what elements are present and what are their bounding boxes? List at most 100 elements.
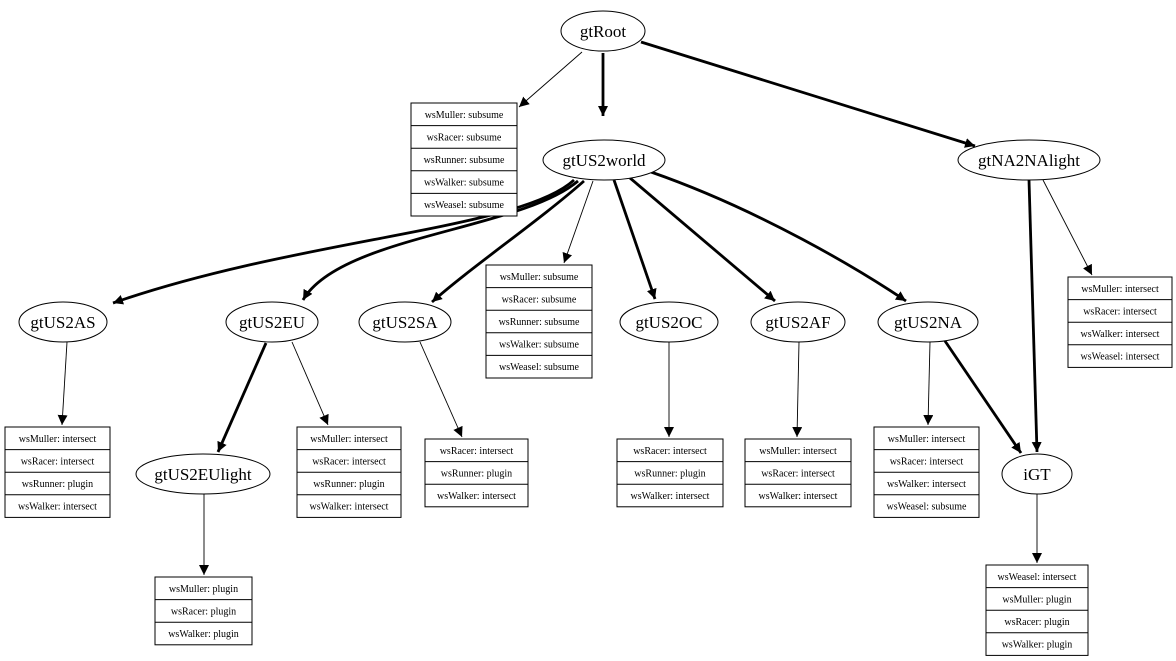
table-row: wsRacer: plugin xyxy=(1004,617,1069,628)
table-row: wsWalker: intersect xyxy=(1081,329,1160,340)
edge-gtus2eu-to-gtus2eulight xyxy=(216,342,268,453)
node-ellipse xyxy=(877,301,979,343)
edge-gtroot-to-gtna2nalight xyxy=(640,40,976,148)
table-border xyxy=(744,438,852,508)
node-label: gtUS2AS xyxy=(30,313,95,332)
table-row: wsMuller: intersect xyxy=(310,434,388,445)
node-ellipse xyxy=(750,301,846,343)
table-igt: wsWeasel: intersect wsMuller: plugin wsRac… xyxy=(985,564,1089,656)
node-label: gtUS2world xyxy=(562,151,646,170)
node-ellipse xyxy=(225,301,319,343)
edge-gtus2na-to-t-gtus2na xyxy=(923,341,934,426)
node-label: gtUS2EU xyxy=(239,313,305,332)
table-row: wsWalker: intersect xyxy=(887,479,966,490)
node-label: gtNA2NAlight xyxy=(978,151,1080,170)
node-gtus2eu: gtUS2EU xyxy=(225,301,319,343)
table-border xyxy=(410,102,518,217)
table-row: wsWeasel: subsume xyxy=(499,362,580,373)
table-row: wsWalker: plugin xyxy=(1002,640,1073,651)
table-row: wsRacer: intersect xyxy=(890,456,964,467)
node-ellipse xyxy=(560,10,646,52)
edge-gtus2world-to-t-gtus2world xyxy=(562,180,594,264)
edge-gtus2world-to-gtus2as xyxy=(112,178,575,305)
table-row: wsWeasel: subsume xyxy=(886,502,967,513)
table-row: wsMuller: intersect xyxy=(888,434,966,445)
node-label: gtUS2NA xyxy=(894,313,963,332)
table-gtus2as: wsMuller: intersect wsRacer: intersect wsR… xyxy=(4,426,111,518)
node-gtna2nalight: gtNA2NAlight xyxy=(957,139,1101,181)
node-gtus2world: gtUS2world xyxy=(542,139,666,181)
table-gtus2eu: wsMuller: intersect wsRacer: intersect wsR… xyxy=(296,426,402,518)
table-row: wsWalker: plugin xyxy=(168,629,239,640)
tables-layer: wsMuller: subsume wsRacer: subsume wsRunne… xyxy=(4,102,1173,656)
node-gtus2as: gtUS2AS xyxy=(18,301,108,343)
table-row: wsWalker: intersect xyxy=(631,491,710,502)
table-row: wsWalker: intersect xyxy=(437,491,516,502)
table-gtus2eulight: wsMuller: plugin wsRacer: plugin wsWalker:… xyxy=(154,576,253,646)
table-row: wsRunner: plugin xyxy=(22,479,93,490)
edge-gtroot-to-t-gtroot xyxy=(518,51,583,108)
node-ellipse xyxy=(619,301,719,343)
table-row: wsWeasel: intersect xyxy=(998,572,1077,583)
edge-gtus2world-to-gtus2sa xyxy=(431,179,585,304)
table-row: wsMuller: plugin xyxy=(169,584,238,595)
node-gtus2oc: gtUS2OC xyxy=(619,301,719,343)
node-ellipse xyxy=(358,301,452,343)
table-row: wsMuller: subsume xyxy=(425,110,504,121)
edge-gtna2nalight-to-igt xyxy=(1027,179,1042,453)
node-label: gtUS2SA xyxy=(372,313,438,332)
table-row: wsRunner: plugin xyxy=(634,468,705,479)
node-ellipse xyxy=(957,139,1101,181)
table-row: wsRacer: intersect xyxy=(761,468,835,479)
table-row: wsWeasel: subsume xyxy=(424,200,505,211)
edge-gtus2world-to-gtus2na xyxy=(650,170,907,303)
table-row: wsRacer: intersect xyxy=(440,446,514,457)
table-row: wsWalker: intersect xyxy=(310,502,389,513)
node-label: iGT xyxy=(1023,465,1051,484)
node-gtus2eulight: gtUS2EUlight xyxy=(135,453,271,495)
table-row: wsRacer: subsume xyxy=(502,294,577,305)
edge-gtus2world-to-gtus2oc xyxy=(612,179,657,300)
edge-gtus2na-to-igt xyxy=(943,340,1023,454)
table-row: wsWalker: subsume xyxy=(424,178,505,189)
table-row: wsRunner: plugin xyxy=(313,479,384,490)
node-ellipse xyxy=(542,139,666,181)
table-gtus2sa: wsRacer: intersect wsRunner: plugin wsWalk… xyxy=(424,438,529,508)
nodes-layer: gtRoot gtUS2world gtNA2NAlight gtUS2AS gtUS2… xyxy=(18,10,1101,495)
table-row: wsRunner: plugin xyxy=(441,468,512,479)
table-border xyxy=(154,576,253,646)
table-row: wsMuller: intersect xyxy=(19,434,97,445)
node-label: gtUS2AF xyxy=(765,313,830,332)
edge-gtus2af-to-t-gtus2af xyxy=(792,341,803,438)
table-border xyxy=(616,438,724,508)
table-row: wsRacer: subsume xyxy=(427,132,502,143)
table-row: wsMuller: intersect xyxy=(1081,284,1159,295)
table-row: wsMuller: plugin xyxy=(1002,594,1071,605)
node-label: gtRoot xyxy=(580,22,627,41)
table-row: wsRunner: subsume xyxy=(424,155,505,166)
edge-gtus2as-to-t-gtus2as xyxy=(57,341,68,426)
table-border xyxy=(424,438,529,508)
table-gtus2oc: wsRacer: intersect wsRunner: plugin wsWalk… xyxy=(616,438,724,508)
table-row: wsRacer: intersect xyxy=(21,456,95,467)
node-label: gtUS2EUlight xyxy=(154,465,252,484)
node-label: gtUS2OC xyxy=(635,313,702,332)
table-row: wsRacer: plugin xyxy=(171,606,236,617)
node-gtus2na: gtUS2NA xyxy=(877,301,979,343)
table-row: wsWeasel: intersect xyxy=(1081,352,1160,363)
node-ellipse xyxy=(1001,453,1073,495)
edges-layer xyxy=(57,40,1093,575)
table-row: wsRacer: intersect xyxy=(633,446,707,457)
edge-gtus2eu-to-t-gtus2eu xyxy=(291,341,329,426)
node-gtus2af: gtUS2AF xyxy=(750,301,846,343)
node-ellipse xyxy=(135,453,271,495)
node-gtroot: gtRoot xyxy=(560,10,646,52)
edge-gtna2nalight-to-t-gtna2nalight xyxy=(1042,179,1093,276)
table-row: wsRacer: intersect xyxy=(312,456,386,467)
table-row: wsWalker: intersect xyxy=(759,491,838,502)
table-border xyxy=(485,264,593,379)
node-ellipse xyxy=(18,301,108,343)
node-igt: iGT xyxy=(1001,453,1073,495)
